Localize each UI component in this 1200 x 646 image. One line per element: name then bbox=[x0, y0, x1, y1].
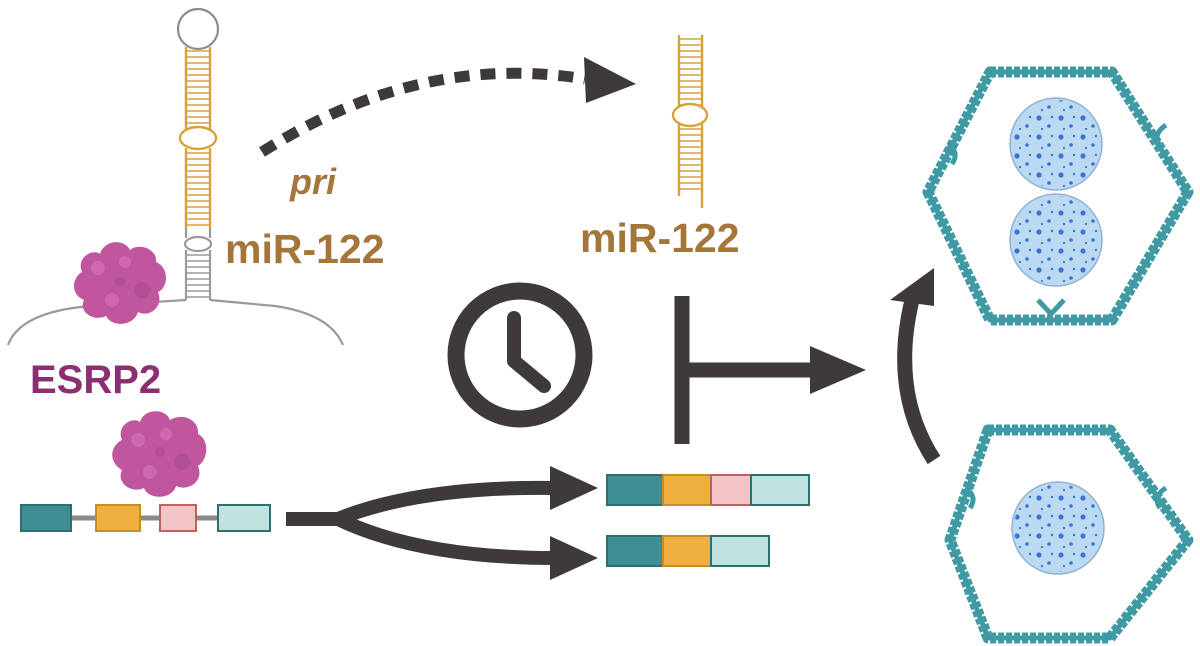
exon-orange bbox=[95, 504, 141, 532]
exon-mint bbox=[217, 504, 271, 532]
esrp2-label: ESRP2 bbox=[30, 358, 162, 402]
splicing-arrows bbox=[286, 466, 598, 580]
pri-mirna-label: miR-122 bbox=[225, 226, 385, 272]
inhibition-arrow bbox=[674, 296, 866, 444]
nucleus-icon bbox=[1009, 97, 1103, 191]
long-isoform bbox=[606, 474, 810, 506]
protein-blob-icon bbox=[74, 242, 166, 324]
short-isoform bbox=[606, 535, 770, 567]
exon-teal bbox=[20, 504, 72, 532]
exon-pink bbox=[159, 504, 197, 532]
clock-icon bbox=[447, 282, 593, 428]
pre-mrna bbox=[20, 504, 271, 532]
maturation-arrow bbox=[890, 268, 941, 465]
hepatocyte-icon bbox=[944, 424, 1194, 644]
internal-bulge bbox=[178, 125, 218, 151]
mature-mirna-label: miR-122 bbox=[580, 215, 740, 261]
mature-mirna bbox=[671, 35, 709, 208]
nucleus-icon bbox=[1009, 193, 1103, 287]
terminal-loop bbox=[176, 7, 220, 51]
hepatocyte-icon bbox=[922, 66, 1194, 326]
flank-right bbox=[209, 298, 345, 346]
protein-blob-icon bbox=[112, 411, 207, 497]
pri-prefix-label: pri bbox=[290, 161, 337, 202]
processing-arrow bbox=[259, 57, 636, 157]
nucleus-icon bbox=[1011, 481, 1105, 575]
